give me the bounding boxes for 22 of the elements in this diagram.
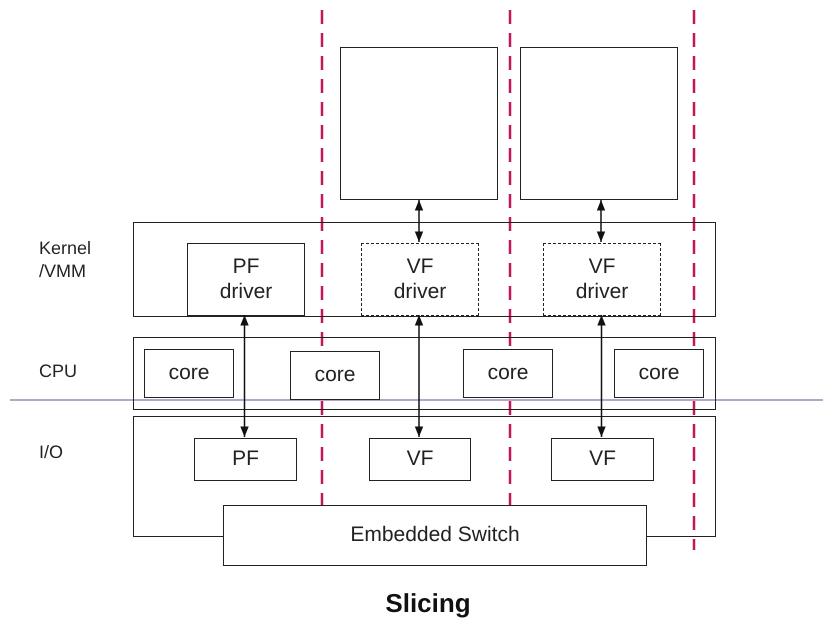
core-box: core (463, 349, 553, 398)
function-box: PF (194, 438, 297, 481)
driver-box: VF driver (543, 243, 661, 316)
switch-box: Embedded Switch (223, 505, 647, 566)
double-arrow (596, 200, 606, 242)
vm-box (340, 47, 498, 200)
caption: Slicing (384, 588, 472, 619)
driver-box: VF driver (361, 243, 479, 316)
double-arrow (414, 315, 424, 437)
layer-label: CPU (39, 360, 78, 383)
function-box: VF (551, 438, 654, 481)
layer-label: I/O (39, 441, 64, 464)
vm-box (520, 47, 678, 200)
double-arrow (597, 315, 606, 437)
core-box: core (614, 349, 704, 398)
double-arrow (414, 200, 424, 242)
driver-box: PF driver (187, 243, 305, 316)
double-arrow (240, 315, 249, 437)
core-box: core (290, 351, 380, 400)
core-box: core (144, 349, 234, 398)
function-box: VF (369, 438, 471, 481)
layer-label: Kernel /VMM (39, 237, 92, 284)
